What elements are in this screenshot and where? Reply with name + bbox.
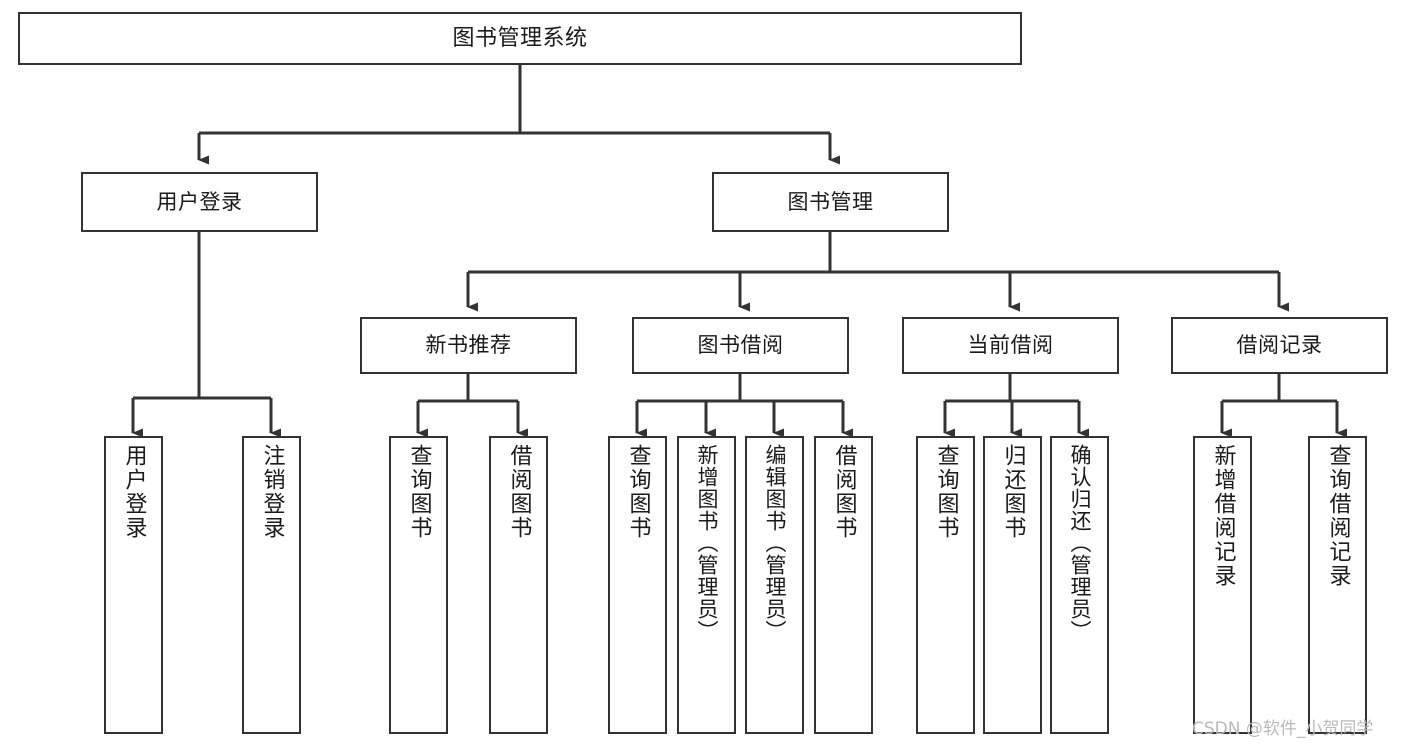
node-leaf-user-logout[interactable]: 注销登录 [242,436,301,734]
node-book-borrow[interactable]: 图书借阅 [632,317,849,374]
node-book-manage[interactable]: 图书管理 [712,172,949,232]
node-leaf-borrow-edit-label: 编辑图书（管理员） [763,444,787,642]
node-leaf-borrow-add-label: 新增图书（管理员） [695,444,719,642]
node-borrow-record[interactable]: 借阅记录 [1171,317,1388,374]
node-leaf-borrow-edit[interactable]: 编辑图书（管理员） [745,436,804,734]
node-leaf-rec-query2-label: 查询借阅记录 [1325,444,1351,588]
node-leaf-cur-confirm-label: 确认归还（管理员） [1068,444,1092,642]
node-leaf-borrow-lend[interactable]: 借阅图书 [814,436,873,734]
csdn-watermark: CSDN @软件_小贺同学 [1192,719,1374,739]
node-book-borrow-label: 图书借阅 [697,333,784,358]
node-current-borrow-label: 当前借阅 [967,333,1054,358]
node-leaf-rec-borrow[interactable]: 借阅图书 [489,436,548,734]
node-borrow-record-label: 借阅记录 [1236,333,1323,358]
node-leaf-rec-add-label: 新增借阅记录 [1210,444,1236,588]
node-leaf-borrow-add[interactable]: 新增图书（管理员） [677,436,736,734]
node-leaf-cur-query-label: 查询图书 [933,444,959,540]
node-leaf-user-login[interactable]: 用户登录 [104,436,163,734]
node-leaf-rec-add[interactable]: 新增借阅记录 [1193,436,1252,734]
node-leaf-cur-query[interactable]: 查询图书 [916,436,975,734]
node-new-book-rec-label: 新书推荐 [425,333,512,358]
node-book-manage-label: 图书管理 [787,189,874,214]
node-leaf-cur-return[interactable]: 归还图书 [983,436,1042,734]
node-user-login[interactable]: 用户登录 [81,172,318,232]
node-user-login-label: 用户登录 [156,189,243,214]
node-new-book-rec[interactable]: 新书推荐 [360,317,577,374]
node-leaf-borrow-query[interactable]: 查询图书 [608,436,667,734]
node-leaf-rec-query-label: 查询图书 [406,444,432,540]
node-leaf-rec-borrow-label: 借阅图书 [506,444,532,540]
node-leaf-user-login-label: 用户登录 [121,444,147,540]
node-leaf-borrow-query-label: 查询图书 [625,444,651,540]
node-leaf-rec-query2[interactable]: 查询借阅记录 [1308,436,1367,734]
node-leaf-borrow-lend-label: 借阅图书 [831,444,857,540]
node-root[interactable]: 图书管理系统 [18,12,1022,65]
node-leaf-rec-query[interactable]: 查询图书 [389,436,448,734]
node-current-borrow[interactable]: 当前借阅 [902,317,1119,374]
node-root-label: 图书管理系统 [452,25,588,51]
node-leaf-cur-return-label: 归还图书 [1000,444,1026,540]
node-leaf-user-logout-label: 注销登录 [259,444,285,540]
node-leaf-cur-confirm[interactable]: 确认归还（管理员） [1050,436,1109,734]
